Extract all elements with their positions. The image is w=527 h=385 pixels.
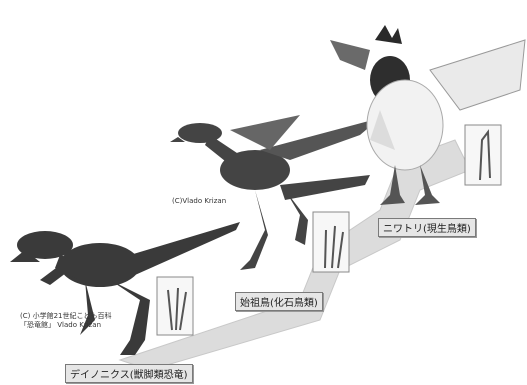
label-archaeopteryx: 始祖鳥(化石鳥類)	[235, 292, 323, 311]
photo-credit-line2: 「恐竜館」 Vlado Krizan	[20, 321, 111, 330]
hand-skeleton-archaeopteryx	[313, 212, 349, 272]
hand-skeleton-deinonychus	[157, 277, 193, 335]
label-deinonychus: デイノニクス(獣脚類恐竜)	[65, 364, 193, 383]
label-chicken: ニワトリ(現生鳥類)	[378, 218, 476, 237]
photo-credit-line1: (C) 小学館21世紀こども百科	[20, 312, 111, 321]
photo-credit-top: (C)Vlado Krizan	[172, 197, 226, 206]
hand-skeleton-chicken	[465, 125, 501, 185]
photo-credit-bottom: (C) 小学館21世紀こども百科 「恐竜館」 Vlado Krizan	[20, 312, 111, 330]
